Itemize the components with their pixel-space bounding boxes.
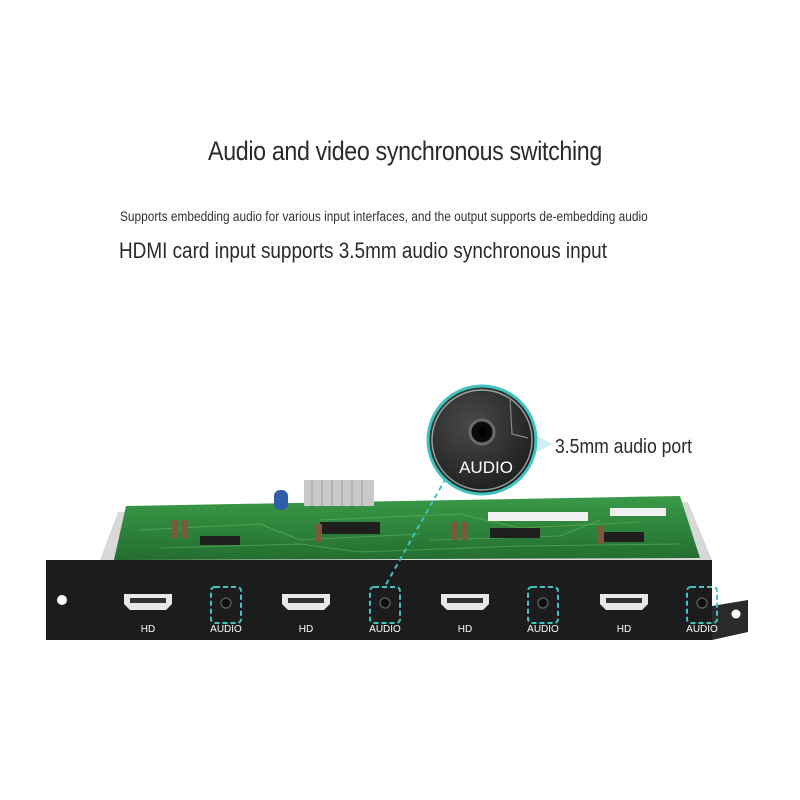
pcb-chip xyxy=(600,532,644,542)
hd-label: HD xyxy=(299,624,313,635)
pcb-capacitor xyxy=(274,490,288,510)
pcb-header-connector xyxy=(304,480,374,506)
hd-label: HD xyxy=(617,624,631,635)
hd-label: HD xyxy=(458,624,472,635)
audio-label: AUDIO xyxy=(527,624,559,635)
audio-label: AUDIO xyxy=(686,624,718,635)
feature-line-2: HDMI card input supports 3.5mm audio syn… xyxy=(119,238,607,263)
pcb-label-strip xyxy=(610,508,666,516)
feature-line-1: Supports embedding audio for various inp… xyxy=(120,209,648,224)
audio-port-highlight xyxy=(527,586,559,624)
pcb-chip xyxy=(200,536,240,545)
audio-port-highlight xyxy=(686,586,718,624)
hdmi-port xyxy=(124,594,172,610)
audio-port-callout-label: 3.5mm audio port xyxy=(555,436,692,458)
mounting-hole xyxy=(57,595,67,605)
hdmi-port xyxy=(441,594,489,610)
audio-jack-icon xyxy=(696,597,708,609)
audio-port-highlight xyxy=(210,586,242,624)
page-title: Audio and video synchronous switching xyxy=(208,136,602,166)
audio-jack-icon xyxy=(379,597,391,609)
hdmi-port xyxy=(282,594,330,610)
callout-pointer xyxy=(534,434,552,454)
audio-jack-icon xyxy=(220,597,232,609)
pcb-traces xyxy=(139,513,681,553)
audio-port-highlight xyxy=(369,586,401,624)
front-panel xyxy=(46,560,712,640)
mounting-hole xyxy=(731,609,741,619)
pcb-chip xyxy=(320,522,380,534)
pcb-label-strip xyxy=(488,512,588,521)
audio-label: AUDIO xyxy=(369,624,401,635)
pcb-chip xyxy=(490,528,540,538)
callout-leader-line xyxy=(383,477,447,589)
hd-label: HD xyxy=(141,624,155,635)
hdmi-port xyxy=(600,594,648,610)
zoom-audio-label: AUDIO xyxy=(459,458,513,477)
audio-port-zoom-callout: AUDIO xyxy=(426,384,538,496)
mounting-bracket xyxy=(712,600,748,640)
audio-label: AUDIO xyxy=(210,624,242,635)
audio-jack-icon xyxy=(537,597,549,609)
